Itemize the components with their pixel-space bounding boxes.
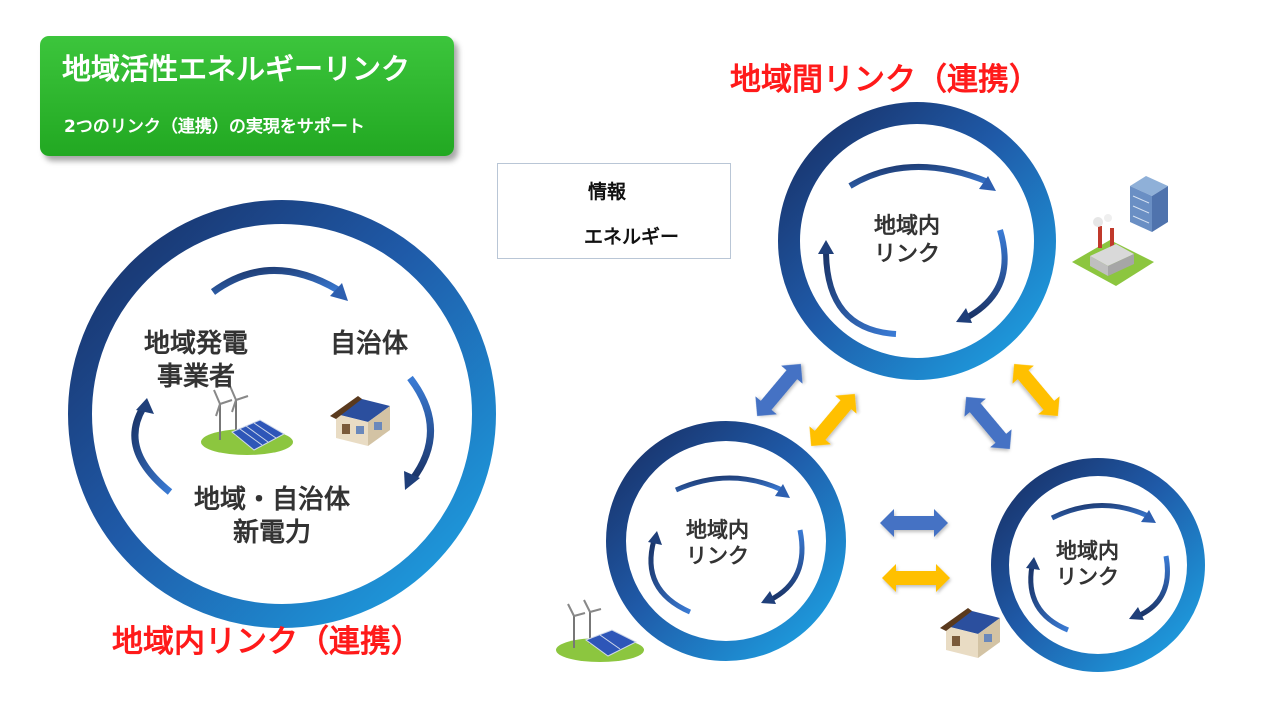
- info-arrow-left-right: [880, 509, 948, 537]
- right-top-ring: [778, 102, 1056, 380]
- info-arrow-top-right: [964, 396, 1012, 450]
- circle-left-label: 地域内 リンク: [686, 517, 749, 570]
- energy-arrow-left-right: [882, 564, 950, 592]
- wind-solar-farm-icon: [201, 385, 293, 455]
- title-box: 地域活性エネルギーリンク 2つのリンク（連携）の実現をサポート: [40, 36, 454, 156]
- info-arrow-top-left: [755, 363, 803, 417]
- node-new-power: 地域・自治体 新電力: [194, 484, 350, 549]
- left-ring: [68, 200, 496, 628]
- left-cycle-arrows: [131, 267, 434, 495]
- right-left-ring: [606, 421, 846, 661]
- circle-top-line1: 地域内: [874, 214, 941, 239]
- title-main: 地域活性エネルギーリンク: [62, 52, 411, 86]
- node-generator-line1: 地域発電: [144, 329, 249, 359]
- factory-building-icon: [1072, 176, 1168, 286]
- legend-box: 情報 エネルギー: [497, 163, 731, 259]
- energy-arrow-top-left: [809, 393, 857, 447]
- circle-right-line2: リンク: [1056, 565, 1119, 590]
- legend-energy-label: エネルギー: [584, 226, 680, 248]
- wind-solar-farm-icon-small: [556, 599, 644, 662]
- caption-intra-region-link: 地域内リンク（連携）: [112, 624, 422, 660]
- circle-top-label: 地域内 リンク: [874, 213, 940, 268]
- house-solar-icon: [330, 396, 390, 446]
- title-subtitle: 2つのリンク（連携）の実現をサポート: [64, 117, 365, 137]
- node-municipality: 自治体: [330, 329, 409, 359]
- house-solar-icon-small: [940, 608, 1000, 658]
- node-new-power-line1: 地域・自治体: [194, 485, 351, 515]
- circle-top-line2: リンク: [874, 241, 941, 267]
- circle-left-line2: リンク: [686, 544, 749, 569]
- circle-right-line1: 地域内: [1056, 539, 1119, 563]
- circle-right-label: 地域内 リンク: [1056, 538, 1119, 591]
- circle-left-line1: 地域内: [686, 518, 749, 542]
- caption-inter-region-link: 地域間リンク（連携）: [730, 62, 1040, 98]
- node-generator-line2: 事業者: [157, 361, 236, 392]
- node-generator: 地域発電 事業者: [144, 328, 248, 393]
- right-right-ring: [991, 458, 1205, 672]
- energy-arrow-top-right: [1012, 363, 1060, 417]
- legend-info-label: 情報: [588, 181, 627, 203]
- node-new-power-line2: 新電力: [233, 517, 312, 548]
